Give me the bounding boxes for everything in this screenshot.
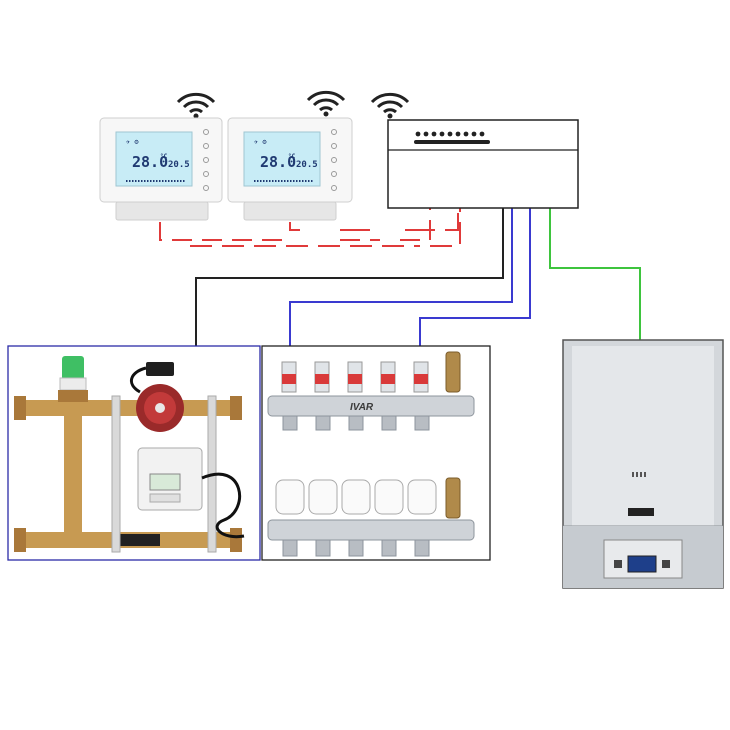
valve-head	[58, 356, 88, 402]
wifi-icon	[370, 92, 410, 119]
wifi-icon	[176, 92, 216, 119]
thermostat-wire-red-3	[190, 208, 461, 247]
svg-text:✈ ⚙: ✈ ⚙	[126, 138, 139, 146]
boiler-wire	[549, 208, 641, 340]
thermostat-device: ✈ ⚙ 28.0 °C 20.5	[99, 117, 223, 221]
thermostat-wire-red-2	[289, 208, 459, 231]
up-icon	[203, 143, 209, 149]
thermostat-display	[243, 131, 321, 187]
mode-icon	[331, 171, 337, 177]
circulation-pump	[130, 362, 184, 432]
room-temperature: 20.5	[296, 160, 318, 170]
boiler-display	[627, 555, 657, 573]
actuator-head	[275, 479, 305, 515]
manifold-brand-label: IVAR	[350, 402, 374, 413]
svg-text:°C: °C	[288, 153, 296, 160]
actuator-head	[374, 479, 404, 515]
svg-text:°C: °C	[160, 153, 168, 160]
set-temperature: 28.0	[132, 153, 168, 171]
actuator-heads	[275, 479, 437, 515]
power-icon	[203, 129, 209, 135]
gas-boiler	[562, 339, 724, 589]
room-temperature: 20.5	[168, 160, 190, 170]
thermostat-device: ✈ ⚙ 28.0 °C 20.5	[227, 117, 353, 221]
actuator-head	[308, 479, 338, 515]
svg-text:✈ ⚙: ✈ ⚙	[254, 138, 267, 146]
up-icon	[331, 143, 337, 149]
wifi-icon	[306, 90, 346, 117]
status-leds	[414, 131, 490, 144]
thermostat-wire-red-1	[159, 208, 431, 241]
mixing-valve-group	[7, 345, 261, 561]
power-icon	[331, 129, 337, 135]
wiring-center	[387, 119, 579, 209]
down-icon	[203, 157, 209, 163]
pump-power-wire	[195, 208, 504, 346]
floor-manifold: IVAR	[261, 345, 491, 561]
actuator-head	[341, 479, 371, 515]
menu-icon	[203, 185, 209, 191]
pump-controller	[137, 447, 245, 539]
thermostat-display	[115, 131, 193, 187]
actuator-head	[407, 479, 437, 515]
mode-icon	[203, 171, 209, 177]
menu-icon	[331, 185, 337, 191]
flow-meters	[281, 361, 429, 393]
set-temperature: 28.0	[260, 153, 296, 171]
down-icon	[331, 157, 337, 163]
